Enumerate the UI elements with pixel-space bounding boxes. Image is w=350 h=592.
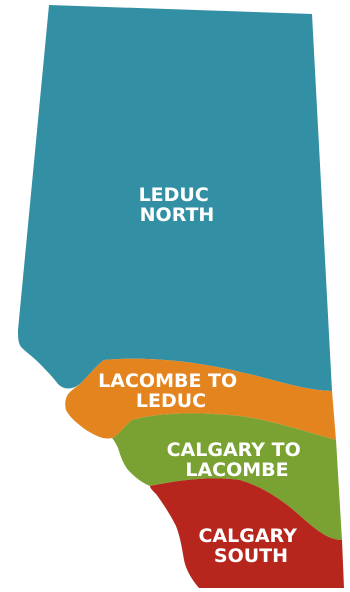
region-lacombe-to-leduc-shape[interactable] — [65, 358, 336, 440]
region-calgary-to-lacombe-shape[interactable] — [112, 413, 342, 540]
region-leduc-north-shape[interactable] — [18, 5, 332, 391]
region-leduc-north[interactable]: LEDUC NORTH — [18, 5, 332, 391]
region-calgary-to-lacombe[interactable]: CALGARY TO LACOMBE — [112, 413, 342, 540]
region-label-lacombe-to-leduc-line1: LACOMBE TO — [98, 370, 237, 392]
region-label-leduc-north: LEDUC NORTH — [139, 184, 216, 226]
region-calgary-south[interactable]: CALGARY SOUTH — [150, 478, 344, 588]
region-label-calgary-to-lacombe: CALGARY TO LACOMBE — [167, 439, 308, 481]
region-label-leduc-north-line2: NORTH — [140, 204, 215, 226]
region-label-calgary-south-line2: SOUTH — [214, 545, 288, 567]
region-label-lacombe-to-leduc-line2: LEDUC — [136, 390, 206, 412]
region-label-lacombe-to-leduc: LACOMBE TO LEDUC — [98, 370, 244, 412]
region-label-calgary-to-lacombe-line2: LACOMBE — [185, 459, 288, 481]
region-lacombe-to-leduc[interactable]: LACOMBE TO LEDUC — [65, 358, 336, 440]
region-label-leduc-north-line1: LEDUC — [139, 184, 209, 206]
region-label-calgary-south: CALGARY SOUTH — [198, 525, 303, 567]
region-label-calgary-south-line1: CALGARY — [198, 525, 297, 547]
region-label-calgary-to-lacombe-line1: CALGARY TO — [167, 439, 301, 461]
region-calgary-south-shape[interactable] — [150, 478, 344, 588]
